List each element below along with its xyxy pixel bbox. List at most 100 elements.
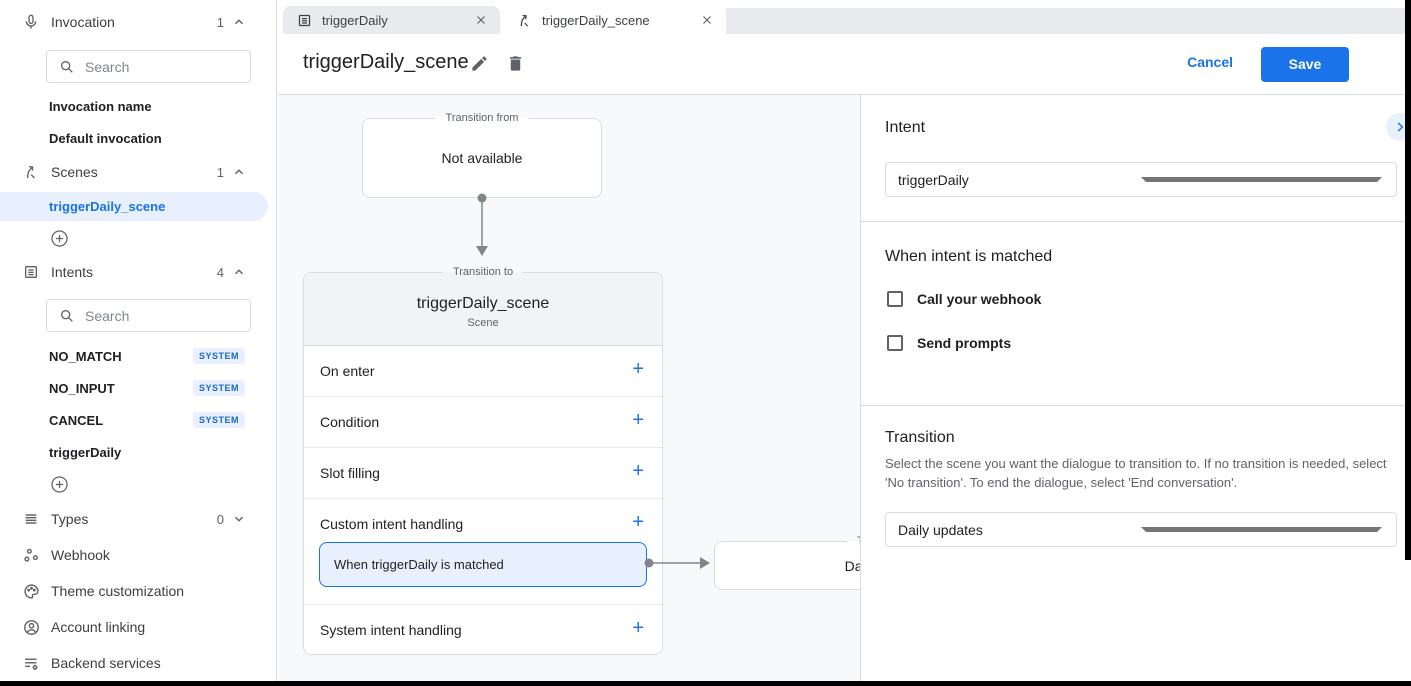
chevron-down-icon[interactable] bbox=[232, 512, 246, 526]
transition-from-legend: Transition from bbox=[435, 112, 529, 124]
transition-description: Select the scene you want the dialogue t… bbox=[885, 456, 1387, 490]
account-circle-icon bbox=[22, 618, 40, 636]
palette-icon bbox=[22, 582, 40, 600]
sidebar-item-triggerdaily-scene-selected[interactable]: triggerDaily_scene bbox=[0, 192, 268, 221]
sidebar-item-webhook[interactable]: Webhook bbox=[0, 543, 268, 567]
section-label: Intents bbox=[51, 264, 94, 280]
chevron-up-icon[interactable] bbox=[232, 165, 246, 179]
intents-search-input[interactable] bbox=[85, 307, 225, 324]
screen-edge-bottom bbox=[0, 681, 1411, 686]
flow-canvas: Transition from Not available Transition… bbox=[278, 95, 860, 681]
transition-to-legend: Transition to bbox=[846, 535, 860, 547]
add-icon[interactable]: + bbox=[632, 617, 644, 639]
section-count: 1 bbox=[216, 164, 224, 180]
sidebar: Invocation 1 Invocation name Default inv… bbox=[0, 0, 277, 681]
close-icon[interactable] bbox=[700, 13, 714, 27]
dropdown-caret-icon bbox=[1141, 177, 1382, 182]
intent-select[interactable]: triggerDaily bbox=[885, 162, 1397, 197]
sidebar-item-triggerdaily[interactable]: triggerDaily bbox=[49, 444, 122, 460]
save-button[interactable]: Save bbox=[1261, 47, 1349, 82]
tab-triggerdaily-scene-active[interactable]: triggerDaily_scene bbox=[503, 6, 726, 34]
sidebar-item-theme-customization[interactable]: Theme customization bbox=[0, 579, 268, 603]
section-label: Types bbox=[51, 511, 89, 527]
transition-select[interactable]: Daily updates bbox=[885, 512, 1397, 547]
sidebar-item-invocation-name[interactable]: Invocation name bbox=[49, 99, 152, 114]
sidebar-item-no-input[interactable]: NO_INPUT SYSTEM bbox=[0, 380, 268, 396]
transition-target-box[interactable]: Transition to Daily updates bbox=[714, 535, 860, 590]
add-scene-button[interactable] bbox=[50, 229, 69, 248]
sidebar-item-default-invocation[interactable]: Default invocation bbox=[49, 131, 162, 146]
tab-label: triggerDaily bbox=[322, 12, 388, 28]
edit-icon[interactable] bbox=[470, 54, 490, 74]
sidebar-item-backend-services[interactable]: Backend services bbox=[0, 651, 268, 675]
scene-card-title: triggerDaily_scene bbox=[416, 295, 550, 312]
add-icon[interactable]: + bbox=[632, 511, 644, 533]
arrow-right-connector bbox=[644, 557, 710, 569]
tab-bar: triggerDaily triggerDaily_scene bbox=[278, 0, 1405, 34]
tab-triggerdaily[interactable]: triggerDaily bbox=[283, 6, 500, 34]
sidebar-item-no-match[interactable]: NO_MATCH SYSTEM bbox=[0, 348, 268, 364]
section-count: 4 bbox=[216, 264, 224, 280]
page-header: triggerDaily_scene Cancel Save bbox=[278, 34, 1405, 95]
not-available-text: Not available bbox=[441, 150, 523, 166]
row-slot-filling[interactable]: Slot filling + bbox=[304, 448, 662, 499]
add-intent-button[interactable] bbox=[50, 475, 69, 494]
row-system-intent-handling[interactable]: System intent handling + bbox=[320, 617, 644, 639]
chevron-right-icon bbox=[1397, 122, 1404, 132]
divider bbox=[861, 221, 1406, 222]
sidebar-item-cancel[interactable]: CANCEL SYSTEM bbox=[0, 412, 268, 428]
sidebar-section-invocation[interactable]: Invocation 1 bbox=[0, 10, 268, 34]
section-label: Scenes bbox=[51, 164, 98, 180]
chevron-up-icon[interactable] bbox=[232, 15, 246, 29]
scene-card: Transition to triggerDaily_scene Scene O… bbox=[303, 266, 663, 655]
sidebar-item-account-linking[interactable]: Account linking bbox=[0, 615, 268, 639]
screen-edge-right bbox=[1405, 0, 1411, 560]
row-condition[interactable]: Condition + bbox=[304, 397, 662, 448]
invocation-search[interactable] bbox=[46, 50, 251, 83]
cancel-button[interactable]: Cancel bbox=[1187, 54, 1233, 70]
scene-card-header[interactable]: triggerDaily_scene Scene bbox=[304, 273, 662, 346]
row-custom-intent-handling[interactable]: Custom intent handling + When triggerDai… bbox=[304, 499, 662, 605]
add-icon[interactable]: + bbox=[632, 409, 644, 431]
sidebar-section-scenes[interactable]: Scenes 1 bbox=[0, 160, 268, 184]
section-count: 1 bbox=[216, 14, 224, 30]
intent-icon bbox=[297, 13, 312, 28]
tab-label: triggerDaily_scene bbox=[542, 12, 650, 28]
system-badge: SYSTEM bbox=[192, 348, 245, 364]
section-label: Invocation bbox=[51, 14, 115, 30]
page-title: triggerDaily_scene bbox=[303, 51, 469, 73]
call-webhook-checkbox-row[interactable]: Call your webhook bbox=[887, 291, 1041, 307]
webhook-icon bbox=[22, 546, 40, 564]
transition-from-box: Transition from Not available bbox=[362, 112, 602, 198]
microphone-icon bbox=[22, 13, 40, 31]
delete-icon[interactable] bbox=[506, 54, 526, 74]
row-on-enter[interactable]: On enter + bbox=[304, 346, 662, 397]
scene-split-icon bbox=[22, 163, 40, 181]
checkbox-unchecked[interactable] bbox=[887, 291, 903, 307]
daily-updates-text: Daily updates bbox=[844, 558, 860, 574]
add-icon[interactable]: + bbox=[632, 358, 644, 380]
intents-search[interactable] bbox=[46, 299, 251, 332]
sidebar-section-intents[interactable]: Intents 4 bbox=[0, 260, 268, 284]
checkbox-unchecked[interactable] bbox=[887, 335, 903, 351]
transition-to-legend: Transition to bbox=[442, 266, 524, 278]
backend-services-icon bbox=[22, 654, 40, 672]
system-badge: SYSTEM bbox=[192, 380, 245, 396]
transition-heading: Transition bbox=[885, 429, 955, 446]
close-icon[interactable] bbox=[474, 13, 488, 27]
intent-handler-selected[interactable]: When triggerDaily is matched bbox=[319, 542, 647, 587]
arrow-down-connector bbox=[476, 193, 488, 256]
section-count: 0 bbox=[216, 511, 224, 527]
intent-list-icon bbox=[22, 263, 40, 281]
system-badge: SYSTEM bbox=[192, 412, 245, 428]
scene-icon bbox=[517, 13, 532, 28]
send-prompts-checkbox-row[interactable]: Send prompts bbox=[887, 335, 1011, 351]
sidebar-section-types[interactable]: Types 0 bbox=[0, 507, 268, 531]
intent-heading: Intent bbox=[885, 119, 926, 136]
add-icon[interactable]: + bbox=[632, 460, 644, 482]
types-lines-icon bbox=[22, 510, 40, 528]
detail-panel: Intent triggerDaily When intent is match… bbox=[860, 95, 1411, 681]
chevron-up-icon[interactable] bbox=[232, 265, 246, 279]
invocation-search-input[interactable] bbox=[85, 58, 225, 75]
